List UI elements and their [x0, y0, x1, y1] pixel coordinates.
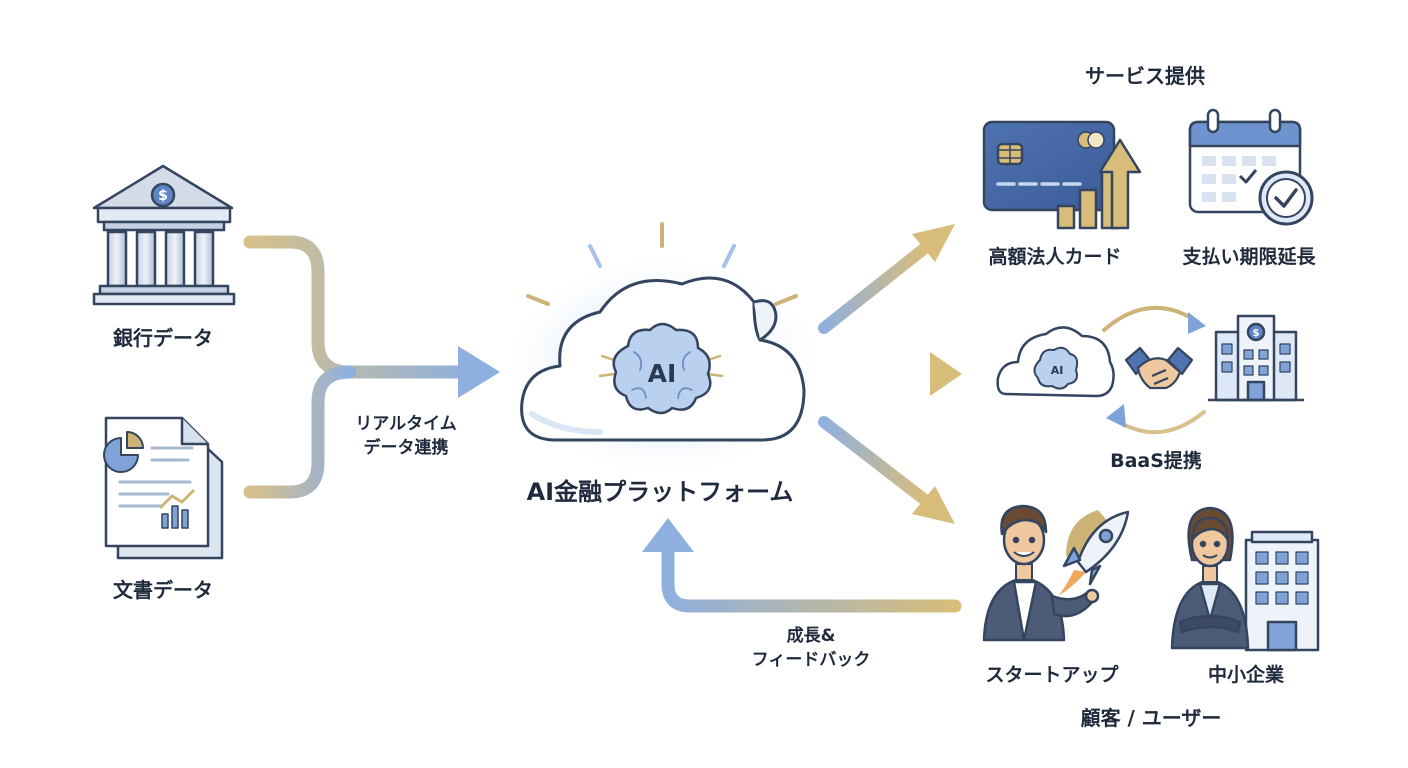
realtime-line1: リアルタイム [355, 414, 457, 434]
sme-person-building-icon [1170, 506, 1320, 652]
handshake-icon: AI [996, 305, 1304, 435]
output-arrowhead-bottom [912, 486, 955, 524]
realtime-connection-label: リアルタイム データ連携 [336, 412, 476, 460]
feedback-line2: フィードバック [751, 650, 871, 670]
feedback-line1: 成長& [786, 626, 836, 646]
calendar-clock-icon [1188, 108, 1314, 226]
service-card-label: 高額法人カード [988, 246, 1122, 268]
customers-title: 顧客 / ユーザー [1080, 706, 1222, 730]
feedback-arrow [661, 541, 962, 613]
document-icon [103, 416, 224, 560]
input-merge-arrow [243, 235, 475, 499]
ai-badge-text: AI [648, 359, 677, 388]
ai-cloud-icon: AI [499, 222, 829, 481]
output-arrowhead-middle [930, 352, 962, 396]
baas-label: BaaS提携 [1110, 450, 1202, 472]
baas-ai-badge: AI [1051, 364, 1064, 377]
document-data-label: 文書データ [113, 578, 213, 602]
svg-text:$: $ [158, 188, 168, 204]
customer-sme-label: 中小企業 [1207, 664, 1284, 686]
customer-startup-label: スタートアップ [985, 664, 1119, 686]
output-arrowhead-top [912, 224, 955, 262]
platform-label: AI金融プラットフォーム [526, 478, 794, 506]
feedback-arrowhead [642, 518, 694, 552]
bank-data-label: 銀行データ [113, 326, 213, 350]
svg-text:$: $ [1253, 328, 1260, 339]
service-deadline-label: 支払い期限延長 [1182, 246, 1316, 268]
bank-icon: $ [92, 164, 236, 306]
input-arrowhead [458, 346, 500, 398]
services-title: サービス提供 [1085, 64, 1205, 88]
feedback-label: 成長& フィードバック [726, 624, 896, 672]
realtime-line2: データ連携 [363, 438, 449, 458]
output-arrows [818, 242, 941, 506]
credit-card-growth-icon [982, 120, 1142, 230]
startup-person-rocket-icon [982, 504, 1130, 642]
